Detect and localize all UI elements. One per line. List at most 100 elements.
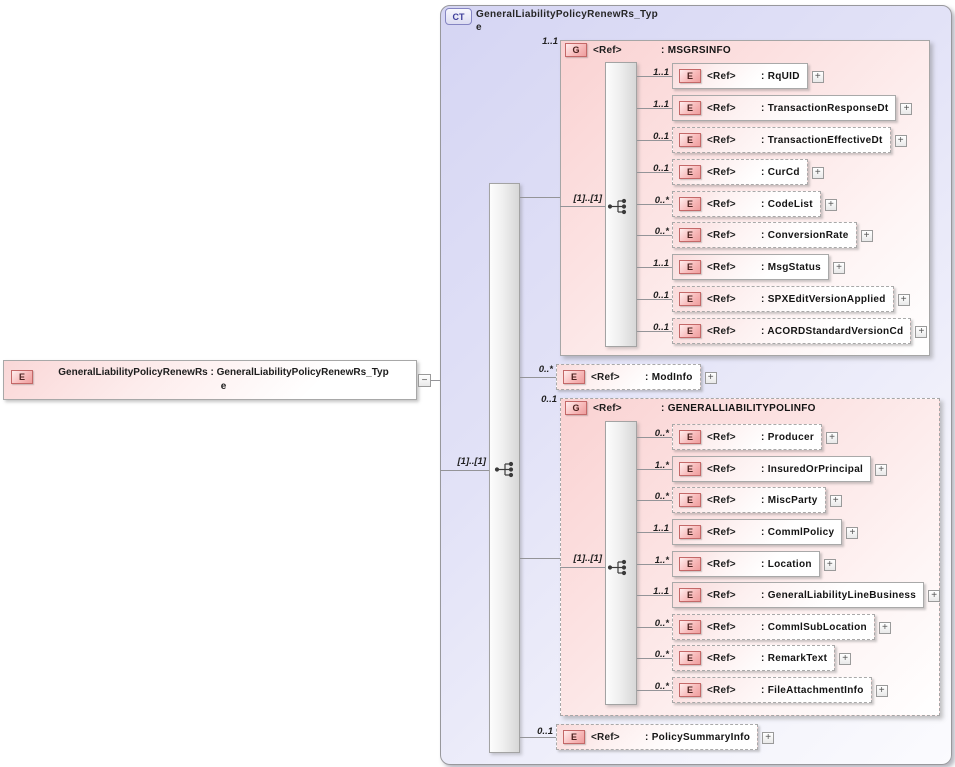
connector-line	[637, 331, 672, 332]
expand-icon[interactable]: +	[824, 199, 837, 211]
complex-type-title: GeneralLiabilityPolicyRenewRs_Typ e	[476, 8, 776, 34]
element-row-insuredorprincipal[interactable]: E<Ref>: InsuredOrPrincipal+	[672, 456, 888, 482]
element-kind-badge: E	[679, 260, 701, 274]
element-name: : RqUID	[761, 70, 800, 82]
element-row-generalliabilitylinebusiness[interactable]: E<Ref>: GeneralLiabilityLineBusiness+	[672, 582, 941, 608]
collapse-icon[interactable]: −	[418, 374, 431, 387]
expand-icon[interactable]: +	[928, 590, 941, 602]
root-element-label-line2: e	[220, 381, 227, 392]
expand-icon[interactable]: +	[846, 527, 859, 539]
connector-line	[637, 204, 672, 205]
element-row-commlsublocation[interactable]: E<Ref>: CommlSubLocation+	[672, 614, 891, 640]
cardinality-label: 1..1	[542, 36, 558, 47]
element-kind-badge: E	[679, 683, 701, 697]
element-row-spxeditversionapplied[interactable]: E<Ref>: SPXEditVersionApplied+	[672, 286, 910, 312]
cardinality-label: 0..*	[538, 364, 553, 375]
expand-icon[interactable]: +	[704, 372, 717, 384]
cardinality-label: 1..1	[653, 99, 669, 110]
ref-label: <Ref>	[707, 102, 736, 114]
expand-icon[interactable]: +	[878, 622, 891, 634]
element-row-acordstandardversioncd[interactable]: E<Ref>: ACORDStandardVersionCd+	[672, 318, 928, 344]
element-name: : Location	[761, 558, 812, 570]
element-row-codelist[interactable]: E<Ref>: CodeList+	[672, 191, 837, 217]
element-name: : TransactionResponseDt	[761, 102, 889, 114]
element-row-modinfo[interactable]: E <Ref> : ModInfo +	[556, 364, 717, 390]
element-name: : GeneralLiabilityLineBusiness	[761, 589, 917, 601]
cardinality-label: 0..*	[654, 649, 669, 660]
group-name: : GENERALLIABILITYPOLINFO	[661, 402, 816, 414]
element-row-fileattachmentinfo[interactable]: E <Ref> : FileAttachmentInfo +	[672, 677, 888, 703]
cardinality-label: 0..1	[653, 131, 669, 142]
element-row-transactioneffectivedt[interactable]: E<Ref>: TransactionEffectiveDt+	[672, 127, 907, 153]
complex-type-title-line1: GeneralLiabilityPolicyRenewRs_Typ	[476, 9, 658, 20]
expand-icon[interactable]: +	[829, 495, 842, 507]
element-kind-badge: E	[679, 493, 701, 507]
element-row-location[interactable]: E<Ref>: Location+	[672, 551, 836, 577]
expand-icon[interactable]: +	[900, 103, 913, 115]
ref-label: <Ref>	[707, 134, 736, 146]
element-row-rquid[interactable]: E <Ref> : RqUID +	[672, 63, 824, 89]
cardinality-label: 0..1	[537, 726, 553, 737]
expand-icon[interactable]: +	[823, 559, 836, 571]
expand-icon[interactable]: +	[915, 326, 928, 338]
ref-label: <Ref>	[707, 589, 736, 601]
root-element-label-line1: GeneralLiabilityPolicyRenewRs : GeneralL…	[58, 367, 389, 378]
expand-icon[interactable]: +	[811, 167, 824, 179]
expand-icon[interactable]: +	[894, 135, 907, 147]
element-kind-badge: E	[679, 228, 701, 242]
connector-line	[637, 76, 672, 77]
element-name: : MsgStatus	[761, 261, 821, 273]
complex-type-title-line2: e	[476, 22, 482, 33]
element-kind-badge: E	[679, 101, 701, 115]
ref-label: <Ref>	[707, 293, 736, 305]
group-generalliabilitypolinfo-header: G <Ref> : GENERALLIABILITYPOLINFO	[565, 400, 816, 416]
cardinality-label: 0..*	[654, 491, 669, 502]
ref-label: <Ref>	[591, 371, 620, 383]
element-name: : RemarkText	[761, 652, 828, 664]
element-row-transactionresponsedt[interactable]: E <Ref> : TransactionResponseDt +	[672, 95, 913, 121]
expand-icon[interactable]: +	[762, 732, 775, 744]
expand-icon[interactable]: +	[826, 432, 839, 444]
connector-line	[637, 564, 672, 565]
expand-icon[interactable]: +	[811, 71, 824, 83]
expand-icon[interactable]: +	[860, 230, 873, 242]
group-kind-badge: G	[565, 43, 587, 57]
expand-icon[interactable]: +	[897, 294, 910, 306]
expand-icon[interactable]: +	[875, 685, 888, 697]
ref-label: <Ref>	[593, 44, 622, 56]
element-row-miscparty[interactable]: E<Ref>: MiscParty+	[672, 487, 842, 513]
cardinality-label: 0..*	[654, 618, 669, 629]
element-name: : ModInfo	[645, 371, 693, 383]
sequence-compositor-icon	[494, 461, 514, 478]
element-row-policysummaryinfo[interactable]: E <Ref> : PolicySummaryInfo +	[556, 724, 775, 750]
connector-line	[431, 380, 440, 381]
ref-label: <Ref>	[707, 621, 736, 633]
element-row-commlpolicy[interactable]: E<Ref>: CommlPolicy+	[672, 519, 859, 545]
element-row-remarktext[interactable]: E<Ref>: RemarkText+	[672, 645, 852, 671]
element-row-msgstatus[interactable]: E<Ref>: MsgStatus+	[672, 254, 845, 280]
ref-label: <Ref>	[707, 463, 736, 475]
element-row-curcd[interactable]: E<Ref>: CurCd+	[672, 159, 824, 185]
connector-line	[637, 658, 672, 659]
root-element-box[interactable]: E GeneralLiabilityPolicyRenewRs : Genera…	[3, 360, 417, 400]
expand-icon[interactable]: +	[832, 262, 845, 274]
cardinality-label: 1..*	[654, 555, 669, 566]
element-row-producer[interactable]: E<Ref>: Producer+	[672, 424, 839, 450]
ref-label: <Ref>	[707, 684, 736, 696]
element-name: : CommlPolicy	[761, 526, 835, 538]
element-row-conversionrate[interactable]: E<Ref>: ConversionRate+	[672, 222, 873, 248]
ref-label: <Ref>	[707, 70, 736, 82]
occurrence-label: [1]..[1]	[457, 456, 487, 467]
connector-line	[637, 627, 672, 628]
complex-type-icon: CT	[445, 8, 472, 25]
ref-label: <Ref>	[707, 526, 736, 538]
element-name: : TransactionEffectiveDt	[761, 134, 883, 146]
element-name: : FileAttachmentInfo	[761, 684, 864, 696]
connector-line	[637, 500, 672, 501]
element-kind-badge: E	[679, 69, 701, 83]
cardinality-label: 0..*	[654, 195, 669, 206]
cardinality-label: 1..1	[653, 523, 669, 534]
expand-icon[interactable]: +	[839, 653, 852, 665]
expand-icon[interactable]: +	[875, 464, 888, 476]
ref-label: <Ref>	[707, 325, 736, 337]
